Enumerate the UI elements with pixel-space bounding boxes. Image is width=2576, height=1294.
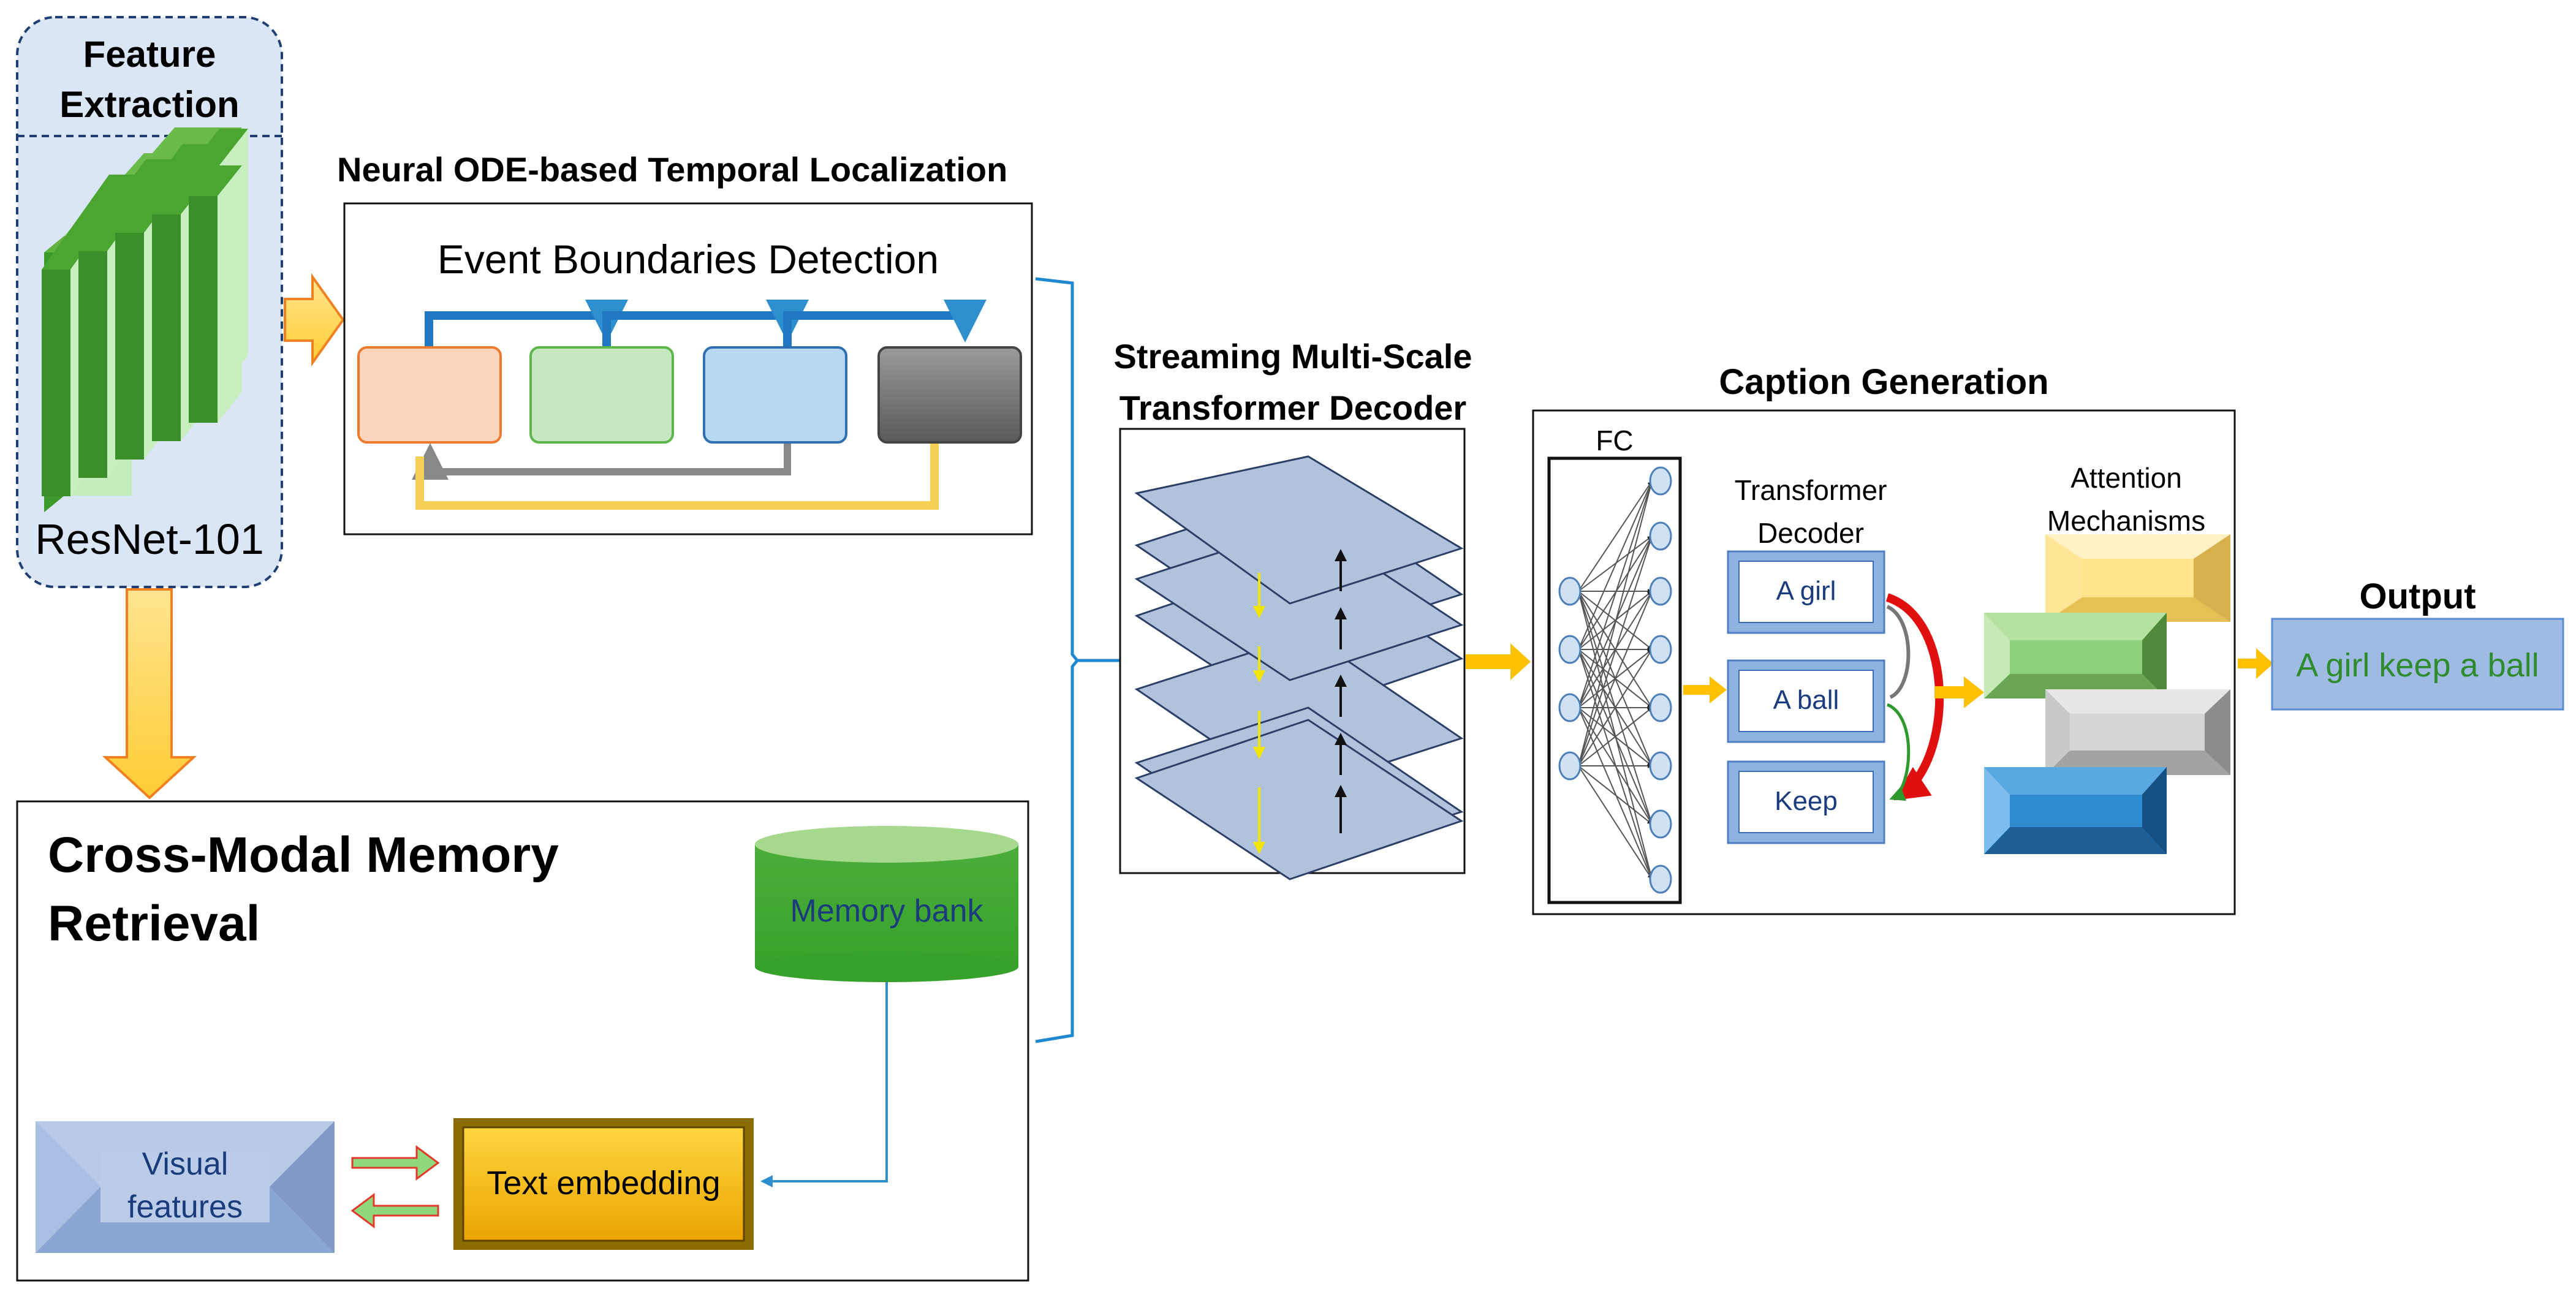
fc-network <box>1558 466 1672 894</box>
transformer-decoder-line1: Transformer <box>1734 474 1887 506</box>
output-text: A girl keep a ball <box>2296 647 2539 684</box>
word-label-2: A ball <box>1773 685 1839 715</box>
fc-neuron <box>1558 751 1582 781</box>
word-link-green <box>1886 703 1911 801</box>
word-label-3: Keep <box>1775 786 1838 816</box>
fc-label: FC <box>1596 425 1634 456</box>
resnet-layers-icon <box>42 127 248 512</box>
memory-retrieval-title-line2: Retrieval <box>48 896 260 952</box>
arrow-to-output <box>2238 648 2273 679</box>
decoder-title-line2: Transformer Decoder <box>1119 388 1467 427</box>
fc-connection <box>1578 480 1653 708</box>
arrow-to-memory <box>102 588 197 800</box>
fc-connection <box>1578 535 1653 766</box>
attention-mechanisms-label: Attention Mechanisms <box>2022 456 2230 542</box>
boundary-block-green <box>529 346 674 444</box>
visual-features-line1: Visual <box>142 1146 229 1182</box>
caption-generation-title: Caption Generation <box>1719 362 2049 402</box>
fc-connection <box>1578 765 1653 880</box>
memory-retrieval-title: Cross-Modal Memory Retrieval <box>48 821 559 958</box>
backbone-label: ResNet-101 <box>35 515 264 563</box>
word-link-gray <box>1886 605 1911 699</box>
fc-neuron <box>1649 809 1672 839</box>
decoder-title-line1: Streaming Multi-Scale <box>1113 337 1472 376</box>
text-embedding-label: Text embedding <box>487 1165 721 1201</box>
fc-connection <box>1578 480 1653 650</box>
feature-extraction-title: Feature Extraction <box>17 29 282 130</box>
fc-neuron <box>1649 865 1672 894</box>
fc-connection <box>1578 765 1653 825</box>
merge-bracket <box>1035 277 1080 1043</box>
visual-features-label: Visual features <box>100 1143 270 1228</box>
transformer-decoder-label: Transformer Decoder <box>1710 469 1912 554</box>
memory-bank-label: Memory bank <box>790 893 983 929</box>
fc-connection <box>1578 480 1654 766</box>
attention-block-gray <box>2045 689 2230 775</box>
output-box <box>2271 618 2564 711</box>
boundary-block-blue <box>703 346 847 444</box>
attention-mechanisms-line1: Attention <box>2070 462 2182 494</box>
boundary-block-gray <box>877 346 1022 444</box>
bank-to-embedding-line <box>760 982 888 1187</box>
transformer-decoder-line2: Decoder <box>1757 517 1864 549</box>
visual-features-line2: features <box>127 1189 243 1225</box>
fc-neuron <box>1649 521 1672 551</box>
word-label-1: A girl <box>1776 576 1836 606</box>
localization-title: Neural ODE-based Temporal Localization <box>337 150 1008 189</box>
fc-connection <box>1578 707 1653 766</box>
arrow-to-caption <box>1466 643 1531 680</box>
fc-neuron <box>1649 577 1672 606</box>
boundary-block-orange <box>357 346 502 444</box>
attention-mechanisms-line2: Mechanisms <box>2047 505 2206 537</box>
arrow-text-to-visual <box>350 1193 439 1228</box>
memory-bank-cylinder <box>755 826 1018 982</box>
memory-retrieval-title-line1: Cross-Modal Memory <box>48 827 559 883</box>
decoder-layers <box>1134 455 1464 880</box>
fc-connection <box>1578 591 1653 766</box>
fc-connection <box>1578 480 1653 592</box>
fc-neuron <box>1649 693 1672 722</box>
forward-connectors <box>425 300 987 346</box>
fc-neuron <box>1558 693 1582 722</box>
fc-connection <box>1578 649 1653 766</box>
arrow-to-localization <box>284 273 345 367</box>
text-embedding-block <box>453 1118 754 1250</box>
fc-neuron <box>1649 466 1672 496</box>
feedback-connector-gray <box>412 443 791 480</box>
attention-block-yellow <box>2045 534 2230 622</box>
fc-neuron <box>1649 751 1672 781</box>
output-title: Output <box>2359 577 2476 616</box>
decoder-title: Streaming Multi-Scale Transformer Decode… <box>1072 331 1513 434</box>
arrow-visual-to-text <box>351 1145 440 1181</box>
visual-features-block <box>36 1121 335 1253</box>
feedback-connector-yellow <box>415 444 939 510</box>
feature-extraction-title-line2: Extraction <box>59 84 240 125</box>
attention-block-blue <box>1984 767 2167 854</box>
fc-neuron <box>1558 635 1582 664</box>
event-boundaries-label: Event Boundaries Detection <box>437 236 939 282</box>
fc-neuron <box>1649 635 1672 664</box>
arrow-fc-to-transformer <box>1683 676 1727 703</box>
feature-extraction-title-line1: Feature <box>83 34 216 75</box>
fc-neuron <box>1558 577 1582 606</box>
decoder-flow-arrows <box>1253 549 1347 854</box>
arrow-to-attention <box>1934 676 1984 708</box>
attention-block-green <box>1984 613 2167 698</box>
